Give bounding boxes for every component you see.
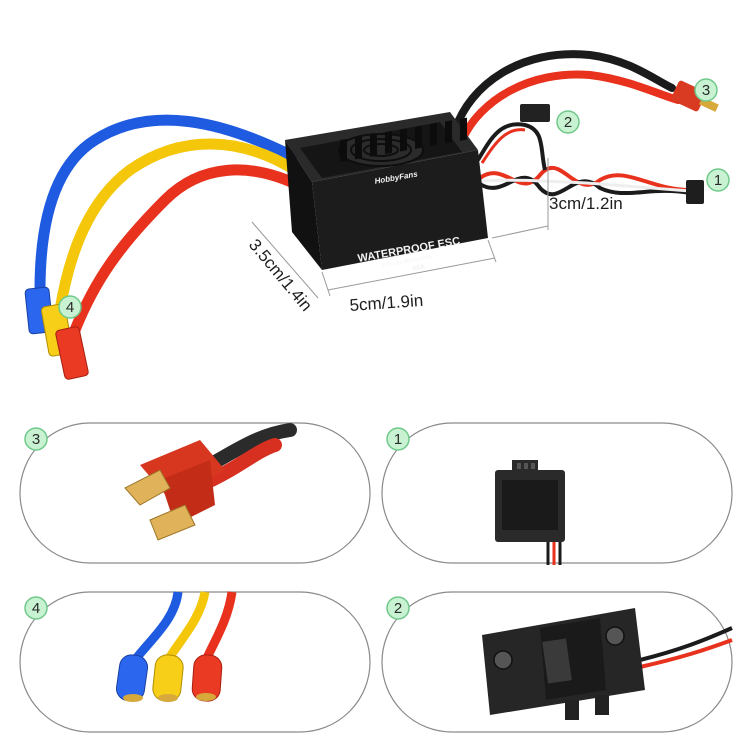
blue-wire (34, 114, 298, 296)
panel3-wire-red (198, 438, 282, 490)
dimension-length: 5cm/1.9in (349, 291, 424, 315)
switch-icon (482, 608, 645, 720)
badge-4-panel: 4 (24, 596, 48, 620)
badge-2-panel: 2 (386, 596, 410, 620)
badge-2-top-label: 2 (564, 114, 572, 131)
badge-4-panel-label: 4 (32, 600, 40, 617)
panel-t-plug: 3 (19, 422, 371, 564)
black-battery-wire (451, 50, 676, 134)
badge-1-panel: 1 (386, 427, 410, 451)
badge-3-panel-label: 3 (32, 431, 40, 448)
esc-side-face (285, 140, 322, 270)
esc-rating-label: 60A (412, 264, 426, 273)
badge-1-top-label: 1 (714, 172, 722, 189)
badge-2-panel-label: 2 (394, 600, 402, 617)
dimension-height: 3cm/1.2in (549, 194, 623, 213)
motor-wires (24, 114, 310, 380)
panel-bullet-connectors: 4 (19, 591, 371, 733)
switch-lead (476, 122, 547, 171)
bullet-connectors-icon (115, 591, 237, 702)
servo-connector-icon (495, 460, 565, 542)
badge-2-top: 2 (556, 110, 580, 134)
red-bullet-connector (55, 326, 89, 380)
badge-1-top: 1 (706, 168, 730, 192)
red-battery-wire (458, 70, 682, 144)
dimension-lines (251, 158, 549, 299)
badge-3-top: 3 (694, 78, 718, 102)
esc-main-group: HobbyFans WATERPROOF ESC 2-3S Lipo BEC6.… (24, 50, 730, 380)
badge-4-top-label: 4 (66, 299, 74, 316)
badge-3-panel: 3 (24, 427, 48, 451)
t-plug-icon (124, 440, 225, 541)
twisted-servo-lead-white (481, 178, 691, 193)
signal-wires (476, 104, 704, 204)
panel-switch: 2 (381, 591, 733, 733)
heatsink-fins (340, 117, 467, 163)
esc-front-face (312, 150, 488, 270)
switch-lead-red (480, 128, 526, 164)
badge-4-top: 4 (58, 295, 82, 319)
badge-1-panel-label: 1 (394, 431, 402, 448)
switch-body-small (520, 104, 550, 122)
battery-wires (451, 50, 719, 144)
servo-plug (686, 180, 704, 204)
yellow-wire (54, 138, 304, 316)
panel-servo-plug: 1 (381, 422, 733, 565)
twisted-servo-lead-black (478, 175, 691, 197)
esc-body: HobbyFans WATERPROOF ESC 2-3S Lipo BEC6.… (285, 112, 488, 273)
red-wire (69, 164, 310, 336)
badge-3-top-label: 3 (702, 82, 710, 99)
